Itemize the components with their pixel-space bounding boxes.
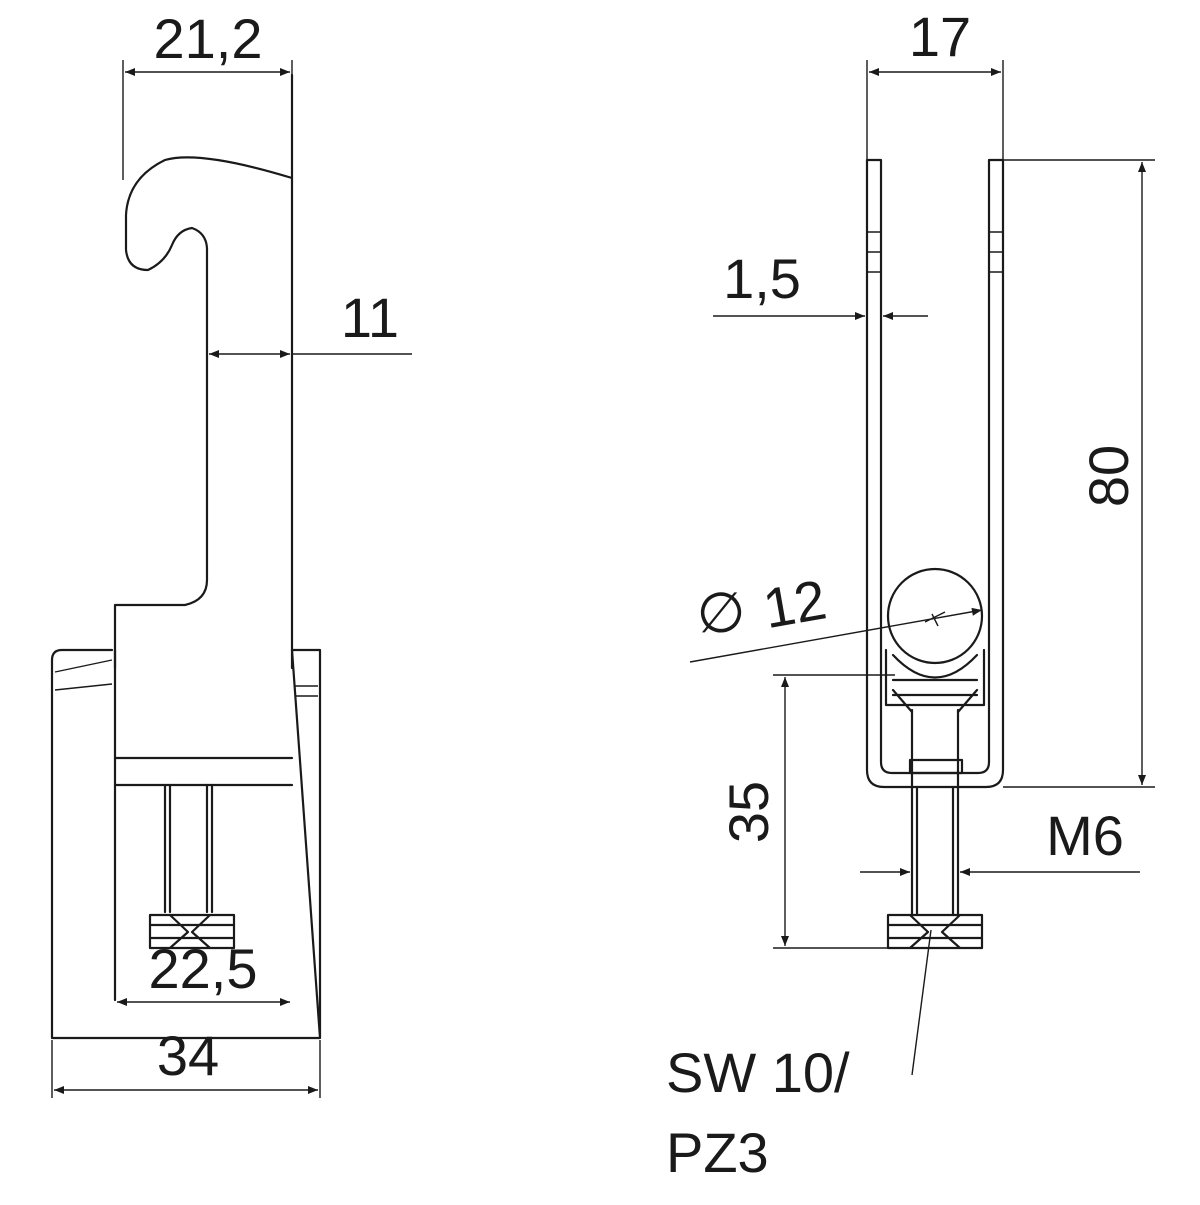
dim-label-front-drive-2: PZ3: [666, 1121, 769, 1184]
front-screw-shank: [910, 708, 960, 917]
dim-label-front-screw: 35: [717, 781, 780, 843]
dim-label-front-diameter: 12: [758, 567, 830, 640]
side-hex-nut: [148, 913, 236, 950]
dim-ext-front-height: [1003, 159, 1155, 788]
side-bracket-lip: [54, 659, 318, 697]
dim-line-side-top: [122, 60, 293, 180]
front-view: 17 1,5 80 ∅ 12 35 M6 SW 10/ PZ3: [666, 5, 1155, 1184]
side-hook-outline: [113, 73, 294, 670]
dim-label-front-height: 80: [1077, 445, 1140, 507]
front-channel-slots: [867, 231, 1003, 273]
dim-label-side-shank: 11: [341, 286, 399, 349]
side-screw-shank: [163, 783, 214, 914]
dim-label-front-top: 17: [909, 5, 971, 68]
front-pressure-plate: [908, 758, 964, 775]
side-view: 21,2 11 22,5 34: [50, 7, 412, 1098]
dim-label-side-base: 34: [157, 1024, 219, 1087]
dim-label-front-wall: 1,5: [723, 247, 801, 310]
front-cable-seat: [884, 648, 986, 714]
front-hex-nut: [886, 913, 984, 950]
front-u-channel: [865, 158, 1005, 789]
dim-ext-front-screw: [773, 674, 895, 949]
front-cable-centermark: [924, 611, 946, 627]
dim-label-front-drive-1: SW 10/: [666, 1041, 850, 1104]
dim-ext-side-base: [51, 1040, 321, 1098]
dim-label-side-inner: 22,5: [149, 937, 258, 1000]
side-base-bracket: [50, 648, 322, 1040]
dim-leader-front-drive: [911, 929, 932, 1076]
front-cable-circle: [886, 567, 984, 665]
dim-label-side-top: 21,2: [154, 7, 263, 70]
dim-ext-front-top: [866, 60, 1004, 160]
dim-leader-front-diameter: [689, 607, 983, 663]
side-clamp-plate: [113, 756, 294, 787]
dim-label-front-diameter-symbol: ∅: [697, 581, 746, 644]
dim-label-front-thread: M6: [1046, 804, 1124, 867]
